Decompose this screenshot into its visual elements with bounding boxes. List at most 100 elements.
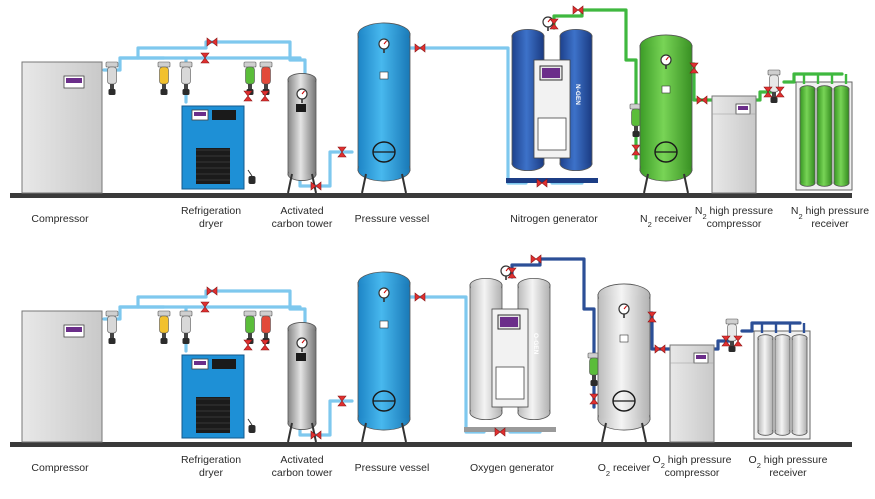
label-refrigeration-dryer-line: Refrigeration bbox=[181, 454, 241, 466]
label-hp-receiver-line: N2 high pressure bbox=[791, 205, 869, 221]
valve-icon bbox=[243, 339, 253, 351]
inline-filter-icon bbox=[259, 61, 273, 95]
inline-filter-icon bbox=[179, 61, 193, 95]
label-text: O bbox=[749, 454, 757, 466]
label-pressure-vessel: Pressure vessel bbox=[355, 462, 430, 474]
label-text: O bbox=[598, 462, 606, 474]
high-pressure-compressor bbox=[669, 344, 715, 443]
generator-unit: O-GEN bbox=[464, 265, 556, 432]
label-activated-carbon-tower-line: Activated bbox=[280, 205, 323, 217]
label-generator: Nitrogen generator bbox=[510, 213, 598, 225]
inline-filter-icon bbox=[243, 61, 257, 95]
inline-filter-icon bbox=[243, 310, 257, 344]
high-pressure-receiver-bank bbox=[795, 74, 853, 191]
valve-icon bbox=[721, 335, 731, 347]
subscript: 2 bbox=[702, 212, 706, 221]
generator-valve-cabinet bbox=[495, 366, 525, 400]
label-text: compressor bbox=[665, 467, 720, 479]
vessel-label-plate bbox=[379, 71, 389, 80]
gas-cylinder bbox=[774, 334, 791, 436]
floor-line bbox=[10, 193, 852, 198]
compressor-unit bbox=[21, 310, 103, 443]
label-hp-receiver-line: receiver bbox=[811, 218, 849, 230]
pressure-gauge-icon bbox=[378, 38, 390, 53]
dryer-display bbox=[212, 359, 236, 369]
valve-icon bbox=[733, 335, 743, 347]
air-pipe-compressor-to-tower bbox=[102, 40, 307, 80]
label-pressure-vessel-line: Pressure vessel bbox=[355, 213, 430, 225]
inline-filter-icon bbox=[629, 103, 643, 137]
label-hp-receiver-line: O2 high pressure bbox=[749, 454, 828, 470]
manway-hatch bbox=[612, 390, 636, 412]
support-legs bbox=[601, 422, 647, 443]
air-pipe-vessel-to-generator bbox=[406, 46, 528, 185]
label-receiver-line: N2 receiver bbox=[640, 213, 693, 229]
generator-valve-cabinet bbox=[537, 117, 567, 151]
activated-carbon-tower bbox=[287, 322, 317, 443]
valve-icon bbox=[763, 86, 773, 98]
compressor-control-panel bbox=[63, 324, 85, 338]
tower-label-plate bbox=[296, 353, 306, 361]
valve-icon bbox=[337, 146, 347, 158]
label-text: N bbox=[640, 213, 648, 225]
label-text: high pressure bbox=[803, 205, 870, 217]
compressor-control-panel bbox=[63, 75, 85, 89]
label-text: receiver bbox=[769, 467, 807, 479]
gas-cylinder bbox=[791, 334, 808, 436]
activated-carbon-tower bbox=[287, 73, 317, 194]
hp-compressor-panel bbox=[693, 352, 709, 364]
vessel-label-plate bbox=[379, 320, 389, 329]
inline-filter-icon bbox=[157, 310, 171, 344]
valve-icon bbox=[494, 427, 506, 437]
high-pressure-receiver-bank bbox=[753, 323, 811, 440]
support-legs bbox=[287, 173, 317, 194]
pressure-gauge-icon bbox=[660, 54, 672, 69]
vessel-body bbox=[357, 22, 411, 182]
label-text: O bbox=[653, 454, 661, 466]
label-activated-carbon-tower-line: Activated bbox=[280, 454, 323, 466]
valve-icon bbox=[654, 344, 666, 354]
label-hp-receiver-line: receiver bbox=[769, 467, 807, 479]
label-text: receiver bbox=[652, 213, 693, 225]
valve-icon bbox=[337, 395, 347, 407]
dryer-vent-grille bbox=[196, 148, 230, 184]
product-receiver bbox=[639, 34, 693, 194]
inline-filter-icon bbox=[767, 69, 781, 103]
label-activated-carbon-tower-line: carbon tower bbox=[272, 218, 333, 230]
manway-hatch bbox=[372, 390, 396, 412]
air-pipe-dryer-feed bbox=[118, 305, 188, 353]
label-compressor: Compressor bbox=[31, 213, 89, 225]
product-pipe-hp-receiver bbox=[740, 321, 802, 333]
pressure-gauge-icon bbox=[378, 287, 390, 302]
label-text: high pressure bbox=[707, 205, 774, 217]
air-pipe-tower-to-vessel bbox=[298, 399, 354, 437]
valve-icon bbox=[530, 254, 542, 264]
label-compressor: Compressor bbox=[31, 462, 89, 474]
label-generator-line: Oxygen generator bbox=[470, 462, 555, 474]
vessel-body bbox=[357, 271, 411, 431]
valve-icon bbox=[206, 286, 218, 296]
label-receiver-line: O2 receiver bbox=[598, 462, 651, 478]
valve-icon bbox=[206, 37, 218, 47]
valve-icon bbox=[647, 311, 657, 323]
label-hp-compressor-line: O2 high pressure bbox=[653, 454, 732, 470]
refrigeration-dryer-unit bbox=[181, 105, 245, 190]
valve-icon bbox=[310, 430, 322, 440]
air-pipe-tower-to-vessel bbox=[298, 150, 354, 188]
valve-icon bbox=[414, 43, 426, 53]
valve-icon bbox=[414, 292, 426, 302]
valve-icon bbox=[572, 5, 584, 15]
label-pressure-vessel: Pressure vessel bbox=[355, 213, 430, 225]
generator-skid bbox=[506, 178, 598, 183]
gas-cylinder bbox=[757, 334, 774, 436]
valve-icon bbox=[589, 393, 599, 405]
label-text: receiver bbox=[610, 462, 651, 474]
